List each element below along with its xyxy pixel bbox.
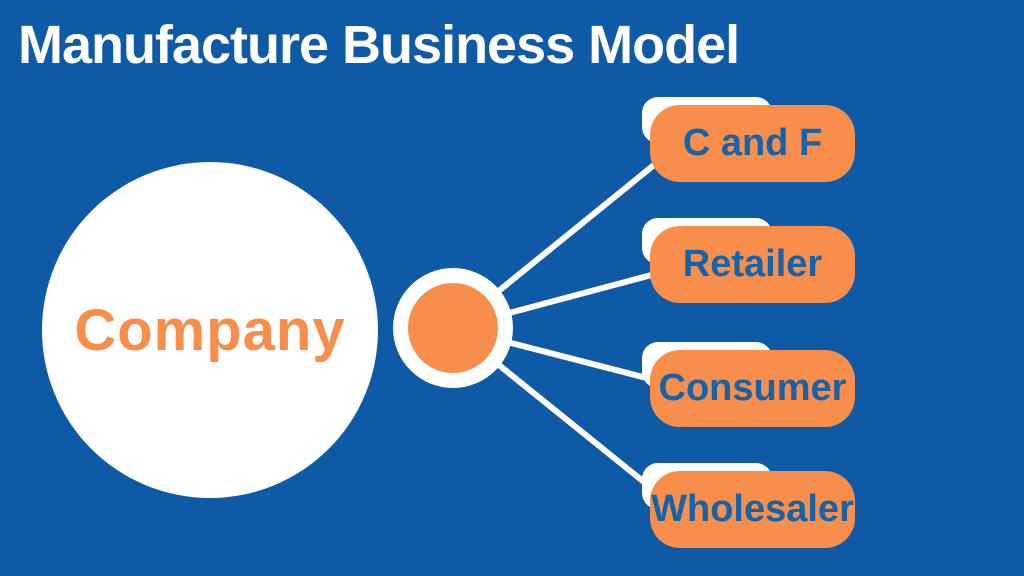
company-label: Company <box>74 297 346 363</box>
node-box: Consumer <box>650 350 855 427</box>
node-label: Wholesaler <box>651 488 854 530</box>
company-node: Company <box>42 162 378 498</box>
node-wholesaler: Wholesaler <box>642 463 855 548</box>
node-retailer: Retailer <box>642 218 855 303</box>
node-box: Wholesaler <box>650 471 855 548</box>
node-c-and-f: C and F <box>642 97 855 182</box>
hub-circle <box>393 268 513 388</box>
hub-inner-circle <box>408 283 498 373</box>
node-box: C and F <box>650 105 855 182</box>
node-label: Consumer <box>658 367 847 409</box>
node-label: Retailer <box>682 243 823 285</box>
page-title: Manufacture Business Model <box>18 15 740 75</box>
node-box: Retailer <box>650 226 855 303</box>
node-label: C and F <box>682 122 823 164</box>
node-consumer: Consumer <box>642 342 855 427</box>
